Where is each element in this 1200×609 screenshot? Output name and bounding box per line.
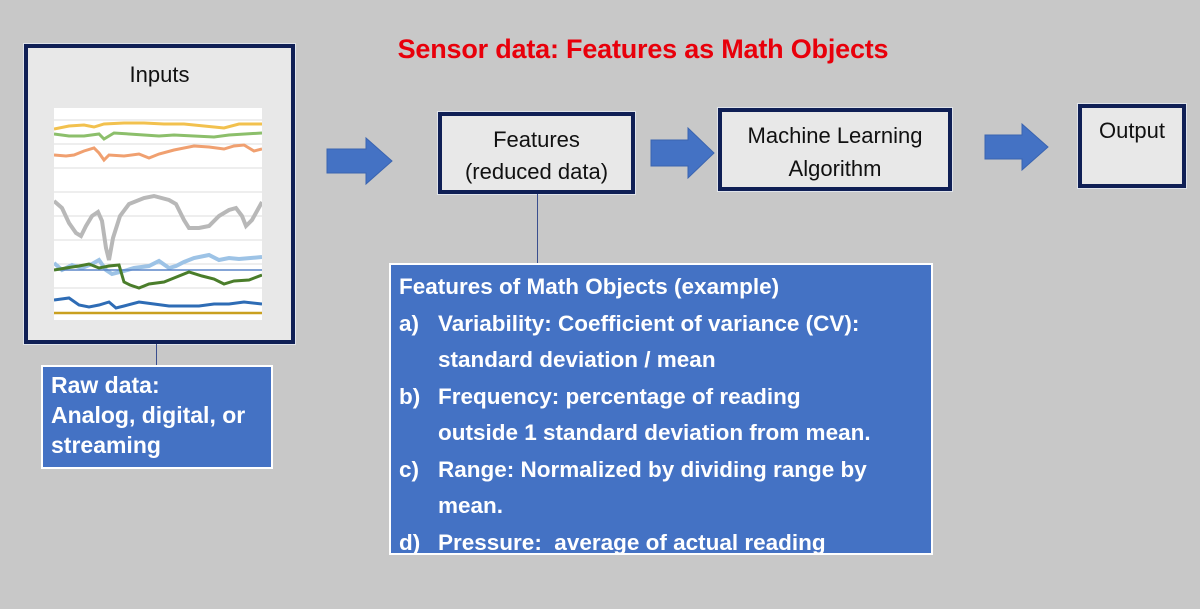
item-marker: d)	[399, 529, 421, 555]
item-text: Pressure: average of actual reading	[438, 529, 826, 555]
right-arrow-icon	[984, 123, 1049, 171]
math-item-c-continuation: mean.	[399, 488, 923, 525]
raw-data-line-1: Raw data:	[51, 372, 160, 398]
diagram-title: Sensor data: Features as Math Objects	[397, 34, 889, 64]
output-label: Output	[1098, 118, 1166, 143]
ml-line-1: Machine Learning	[747, 123, 923, 148]
math-item-a: a) Variability: Coefficient of variance …	[399, 306, 923, 343]
features-line-2: (reduced data)	[464, 159, 609, 184]
inputs-box: Inputs	[24, 44, 295, 344]
sensor-line-chart	[54, 108, 262, 320]
inputs-connector-line	[156, 344, 157, 365]
item-text: Range: Normalized by dividing range by	[438, 456, 867, 482]
inputs-label: Inputs	[129, 62, 190, 87]
item-marker: a)	[399, 310, 420, 336]
ml-line-2: Algorithm	[788, 156, 882, 181]
item-continuation: mean.	[438, 493, 504, 518]
right-arrow-icon	[650, 126, 715, 180]
right-arrow-icon	[326, 136, 393, 186]
raw-data-line-2: Analog, digital, or	[51, 402, 246, 428]
item-marker: b)	[399, 383, 421, 409]
ml-algorithm-box: Machine Learning Algorithm	[718, 108, 952, 191]
features-box: Features (reduced data)	[438, 112, 635, 194]
math-item-d: d) Pressure: average of actual reading	[399, 525, 923, 562]
math-item-a-continuation: standard deviation / mean	[399, 342, 923, 379]
features-line-1: Features	[493, 127, 580, 152]
item-marker: c)	[399, 456, 420, 482]
math-item-b-continuation: outside 1 standard deviation from mean.	[399, 415, 923, 452]
output-box: Output	[1078, 104, 1186, 188]
item-continuation: outside 1 standard deviation from mean.	[438, 420, 871, 445]
raw-data-box: Raw data: Analog, digital, or streaming	[41, 365, 273, 469]
raw-data-line-3: streaming	[51, 432, 161, 458]
math-item-c: c) Range: Normalized by dividing range b…	[399, 452, 923, 489]
item-continuation: standard deviation / mean	[438, 347, 716, 372]
math-objects-box: Features of Math Objects (example) a) Va…	[389, 263, 933, 555]
sensor-chart-graphic	[54, 119, 262, 315]
features-connector-line	[537, 194, 538, 264]
math-objects-heading: Features of Math Objects (example)	[399, 274, 780, 299]
item-text: Variability: Coefficient of variance (CV…	[438, 310, 860, 336]
item-text: Frequency: percentage of reading	[438, 383, 801, 409]
math-item-b: b) Frequency: percentage of reading	[399, 379, 923, 416]
